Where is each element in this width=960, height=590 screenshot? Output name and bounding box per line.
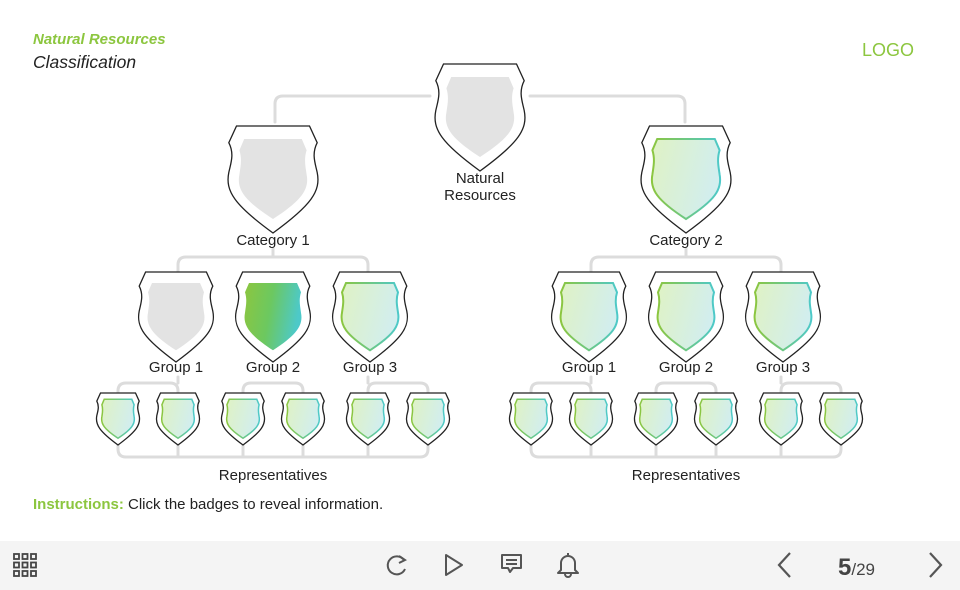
badge-category-1-representative-3[interactable] <box>220 392 266 446</box>
page-counter: 5/29 <box>838 554 875 582</box>
badge-fill <box>823 398 859 440</box>
category-2-representatives-connector <box>529 441 843 459</box>
category-1-representatives-connector <box>116 441 430 459</box>
logo: LOGO <box>862 40 915 60</box>
instructions-text: Click the badges to reveal information. <box>123 496 384 513</box>
badge-category-2[interactable] <box>640 125 732 234</box>
badge-fill <box>147 283 205 351</box>
badge-fill <box>638 398 674 440</box>
badge-fill <box>410 398 446 440</box>
category-1-group-3-rep-connector <box>366 381 430 395</box>
badge-category-2-group-1[interactable] <box>550 271 628 363</box>
badge-category-2-representative-4[interactable] <box>693 392 739 446</box>
category-2-group-2-rep-connector <box>654 381 718 395</box>
badge-category-1-group-3[interactable] <box>331 271 409 363</box>
category-1-group-1-label: Group 1 <box>148 359 204 376</box>
badge-fill <box>285 398 321 440</box>
bell-icon[interactable] <box>554 550 582 578</box>
root-label-line2: Resources <box>444 187 516 204</box>
badge-fill <box>100 398 136 440</box>
play-icon[interactable] <box>441 552 467 578</box>
badge-category-2-representative-6[interactable] <box>818 392 864 446</box>
category-1-label: Category 1 <box>236 232 310 249</box>
category-1-group-3-label: Group 3 <box>342 359 398 376</box>
badge-fill <box>350 398 386 440</box>
category-1-group-2-rep-connector <box>241 381 305 395</box>
badge-category-1[interactable] <box>227 125 319 234</box>
bottom-toolbar <box>0 541 960 590</box>
badge-category-1-representative-1[interactable] <box>95 392 141 446</box>
badge-category-1-representative-4[interactable] <box>280 392 326 446</box>
category-2-connector <box>589 255 783 274</box>
badge-category-1-representative-2[interactable] <box>155 392 201 446</box>
badge-fill <box>698 398 734 440</box>
badge-category-2-group-3[interactable] <box>744 271 822 363</box>
root-connector-right <box>528 94 687 124</box>
tree-connectors <box>116 94 843 459</box>
comment-icon[interactable] <box>498 551 526 577</box>
badge-category-1-representative-5[interactable] <box>345 392 391 446</box>
chevron-right-icon[interactable] <box>922 550 948 580</box>
total-pages: /29 <box>851 560 875 579</box>
root-connector-left <box>273 94 432 124</box>
badge-fill <box>559 282 619 352</box>
badge-fill <box>160 398 196 440</box>
category-2-group-3-rep-connector <box>779 381 843 395</box>
badge-category-1-representative-6[interactable] <box>405 392 451 446</box>
category-1-group-2-label: Group 2 <box>245 359 301 376</box>
instructions-lead: Instructions: <box>33 496 124 513</box>
badge-category-1-group-2[interactable] <box>234 271 312 363</box>
badge-category-2-representative-1[interactable] <box>508 392 554 446</box>
current-page: 5 <box>838 554 852 581</box>
replay-icon[interactable] <box>384 552 410 578</box>
badge-fill <box>225 398 261 440</box>
badge-fill <box>238 139 308 219</box>
instructions: Instructions: Click the badges to reveal… <box>33 496 383 513</box>
badge-fill <box>753 282 813 352</box>
badge-fill <box>650 138 722 221</box>
category-2-group-2-label: Group 2 <box>658 359 714 376</box>
category-1-connector <box>176 255 370 274</box>
category-2-group-1-rep-connector <box>529 381 593 395</box>
badge-root[interactable] <box>434 63 526 172</box>
root-label-line1: Natural <box>455 170 505 187</box>
category-2-label: Category 2 <box>649 232 723 249</box>
badge-category-2-representative-3[interactable] <box>633 392 679 446</box>
badge-category-2-representative-2[interactable] <box>568 392 614 446</box>
category-2-group-3-label: Group 3 <box>755 359 811 376</box>
slide-title: Classification <box>33 52 137 72</box>
badge-fill <box>445 77 515 157</box>
classification-tree <box>95 63 864 459</box>
category-2-representatives-label: Representatives <box>631 467 741 484</box>
badge-fill <box>513 398 549 440</box>
badge-category-2-representative-5[interactable] <box>758 392 804 446</box>
category-2-group-1-label: Group 1 <box>561 359 617 376</box>
badge-fill <box>244 283 302 351</box>
course-title: Natural Resources <box>33 31 166 48</box>
badge-fill <box>340 282 400 352</box>
grid-menu-icon[interactable] <box>12 552 38 578</box>
badge-fill <box>763 398 799 440</box>
badge-category-2-group-2[interactable] <box>647 271 725 363</box>
badge-fill <box>573 398 609 440</box>
badge-category-1-group-1[interactable] <box>137 271 215 363</box>
chevron-left-icon[interactable] <box>772 550 798 580</box>
category-1-representatives-label: Representatives <box>218 467 328 484</box>
badge-fill <box>656 282 716 352</box>
category-1-group-1-rep-connector <box>116 381 180 395</box>
